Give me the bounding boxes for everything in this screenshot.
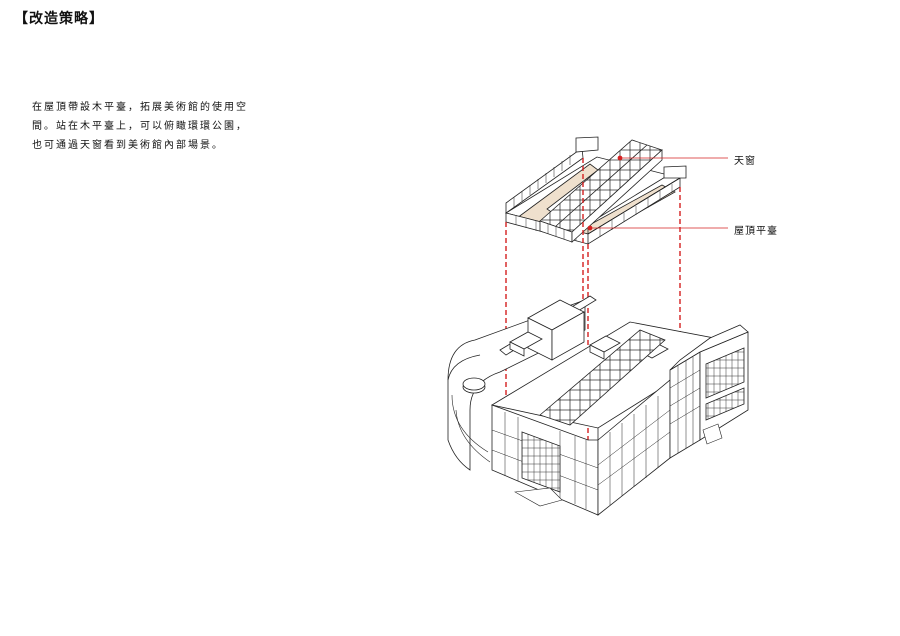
description-block: 在屋頂帶設木平臺，拓展美術館的使用空 間。站在木平臺上，可以俯瞰環環公園， 也可…	[32, 98, 262, 155]
right-tower-roof	[669, 324, 749, 371]
building-skylight	[539, 329, 666, 426]
deck-railing-right-end	[663, 165, 687, 179]
description-line-3: 也可通過天窗看到美術館內部場景。	[32, 140, 224, 151]
description-line-1: 在屋頂帶設木平臺，拓展美術館的使用空	[32, 102, 248, 113]
roof-deck-marker-dot	[587, 225, 593, 231]
entrance-glass	[521, 431, 561, 493]
skylight-callout-label: 天窗	[734, 156, 756, 167]
callout-leaders	[587, 155, 728, 231]
entrance-stair	[514, 487, 563, 507]
tower-windows	[705, 347, 745, 399]
roof-deck-module	[504, 136, 687, 245]
main-building	[447, 295, 749, 516]
skylight-bar	[539, 139, 663, 243]
right-tower-front	[669, 351, 701, 459]
page-title: 【改造策略】	[14, 11, 104, 27]
description-line-2: 間。站在木平臺上，可以俯瞰環環公園，	[32, 121, 248, 132]
roof-deck-callout-label: 屋頂平臺	[734, 226, 778, 237]
skylight-marker-dot	[617, 155, 623, 161]
deck-railing-left-end	[575, 136, 599, 153]
